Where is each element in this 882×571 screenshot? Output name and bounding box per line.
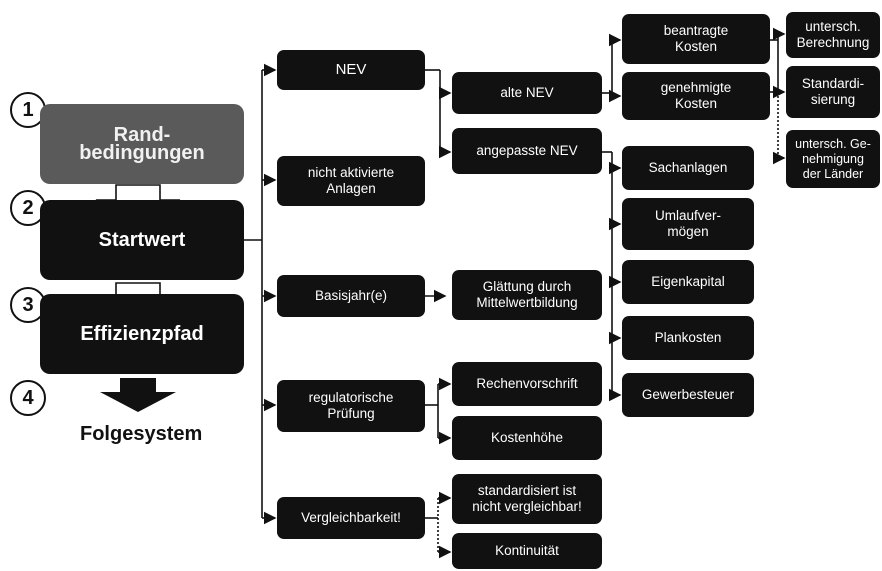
- node-genehmigte-kosten[interactable]: genehmigte Kosten: [622, 72, 770, 120]
- step-randbedingungen[interactable]: Rand- bedingungen: [40, 104, 244, 184]
- node-glaettung[interactable]: Glättung durch Mittelwertbildung: [452, 270, 602, 320]
- node-alte-nev[interactable]: alte NEV: [452, 72, 602, 114]
- node-kontinuitaet[interactable]: Kontinuität: [452, 533, 602, 569]
- step-folgesystem: Folgesystem: [80, 423, 203, 445]
- node-sachanlagen[interactable]: Sachanlagen: [622, 146, 754, 190]
- node-basisjahre[interactable]: Basisjahr(e): [277, 275, 425, 317]
- node-gewerbesteuer[interactable]: Gewerbesteuer: [622, 373, 754, 417]
- node-standardisierung[interactable]: Standardi- sierung: [786, 66, 880, 118]
- node-nev[interactable]: NEV: [277, 50, 425, 90]
- node-eigenkapital[interactable]: Eigenkapital: [622, 260, 754, 304]
- node-regulatorische-pruefung[interactable]: regulatorische Prüfung: [277, 380, 425, 432]
- node-nicht-aktivierte-anlagen[interactable]: nicht aktivierte Anlagen: [277, 156, 425, 206]
- node-angepasste-nev[interactable]: angepasste NEV: [452, 128, 602, 174]
- step-startwert[interactable]: Startwert: [40, 200, 244, 280]
- node-vergleichbarkeit[interactable]: Vergleichbarkeit!: [277, 497, 425, 539]
- node-plankosten[interactable]: Plankosten: [622, 316, 754, 360]
- node-umlaufvermoegen[interactable]: Umlaufver- mögen: [622, 198, 754, 250]
- node-beantragte-kosten[interactable]: beantragte Kosten: [622, 14, 770, 64]
- node-standardisiert[interactable]: standardisiert ist nicht vergleichbar!: [452, 474, 602, 524]
- node-rechenvorschrift[interactable]: Rechenvorschrift: [452, 362, 602, 406]
- node-kostenhoehe[interactable]: Kostenhöhe: [452, 416, 602, 460]
- step-number-4: 4: [10, 380, 46, 416]
- step-effizienzpfad[interactable]: Effizienzpfad: [40, 294, 244, 374]
- node-genehmigung[interactable]: untersch. Ge- nehmigung der Länder: [786, 130, 880, 188]
- node-berechnung[interactable]: untersch. Berechnung: [786, 12, 880, 58]
